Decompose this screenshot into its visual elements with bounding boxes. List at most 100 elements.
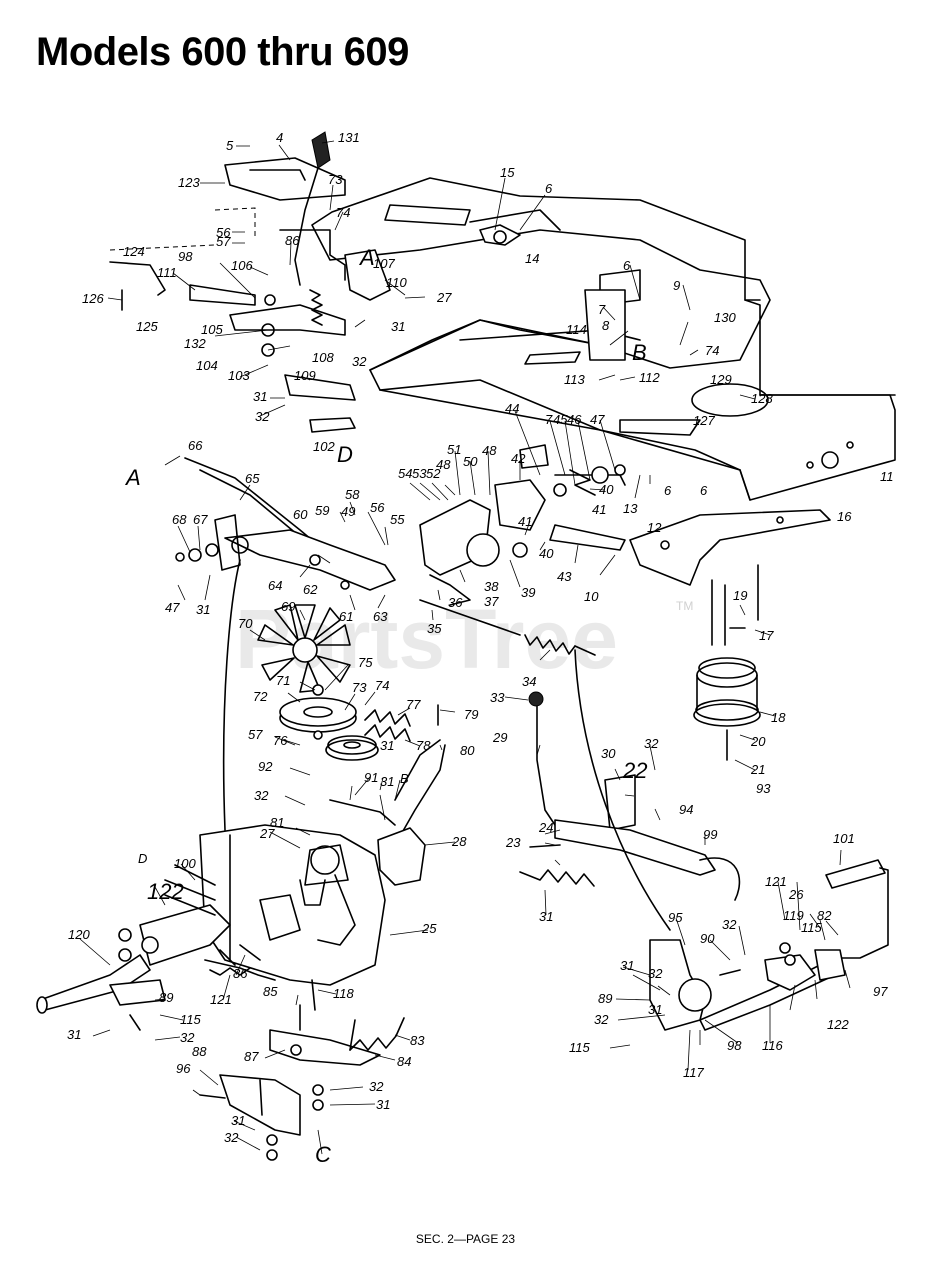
pivot-bracket-assembly: [419, 444, 626, 606]
callout: 52: [426, 466, 441, 481]
callout: 73: [328, 172, 343, 187]
callout: 103: [228, 368, 250, 383]
callout: 88: [192, 1044, 207, 1059]
callout: 31: [231, 1113, 245, 1128]
callout: 12: [647, 520, 662, 535]
callout: 21: [750, 762, 765, 777]
callout: 62: [303, 582, 318, 597]
callout: 124: [123, 244, 145, 259]
callout: 110: [386, 275, 407, 290]
callout: 17: [759, 628, 774, 643]
callout: 31: [391, 319, 405, 334]
callout: 6: [700, 483, 708, 498]
callout: 108: [312, 350, 334, 365]
callout: 32: [255, 409, 270, 424]
callout: 50: [463, 454, 478, 469]
callout: 31: [380, 774, 394, 789]
callout: 69: [281, 599, 295, 614]
callout: 72: [253, 689, 268, 704]
callout: 113: [564, 372, 585, 387]
callout: 51: [447, 442, 461, 457]
linkage-rod-65: [175, 457, 396, 591]
callout: 49: [341, 504, 355, 519]
callout: 115: [180, 1012, 201, 1027]
callout: 56: [370, 500, 385, 515]
callout: 32: [648, 966, 663, 981]
callout: 127: [693, 413, 715, 428]
callout: 6: [545, 181, 553, 196]
ref-letter: A: [358, 245, 375, 270]
callout: 98: [727, 1038, 742, 1053]
callout: 31: [376, 1097, 390, 1112]
pedal-linkage: [519, 691, 889, 1031]
callout: 105: [201, 322, 223, 337]
callout: 9: [673, 278, 680, 293]
callout: 31: [539, 909, 553, 924]
callout: 76: [273, 733, 288, 748]
lower-brackets: [199, 979, 405, 1161]
callout: 47: [590, 412, 605, 427]
cooling-fan-70: [257, 604, 351, 693]
callout: 32: [369, 1079, 384, 1094]
drive-pulleys: [279, 684, 441, 801]
callout: 131: [338, 130, 360, 145]
callout: 27: [436, 290, 452, 305]
callout: 27: [259, 826, 275, 841]
callout: 102: [313, 439, 335, 454]
callout: 82: [817, 908, 832, 923]
callout: 13: [623, 501, 638, 516]
callout: 97: [873, 984, 888, 999]
callout: 132: [184, 336, 206, 351]
callout: 115: [569, 1040, 590, 1055]
callout: 32: [224, 1130, 239, 1145]
callout: 14: [525, 251, 539, 266]
frame-assembly: [311, 177, 896, 501]
callout: 39: [521, 585, 535, 600]
callout: 42: [511, 451, 526, 466]
callout: 25: [421, 921, 437, 936]
callout: 40: [539, 546, 554, 561]
callout: 85: [263, 984, 278, 999]
callout: 32: [722, 917, 737, 932]
callout: 6: [623, 258, 631, 273]
callout: D: [138, 851, 147, 866]
callout: 89: [159, 990, 173, 1005]
callout: 65: [245, 471, 260, 486]
callout: 126: [82, 291, 104, 306]
callout: 77: [406, 697, 421, 712]
callout: 5: [226, 138, 234, 153]
callout: 60: [293, 507, 308, 522]
callout: 100: [174, 856, 196, 871]
callout: 98: [178, 249, 193, 264]
callout: 91: [364, 770, 378, 785]
callout-numbers: 5 4 131 123 73 74 15 6 56 57 86 A 107 14…: [67, 130, 894, 1167]
callout: 35: [427, 621, 442, 636]
callout: 84: [397, 1054, 411, 1069]
callout: 32: [594, 1012, 609, 1027]
idler-pulley-18: [693, 564, 761, 761]
callout: 118: [333, 986, 354, 1001]
callout: 92: [258, 759, 273, 774]
callout: 61: [339, 609, 353, 624]
callout: 112: [639, 370, 660, 385]
callout: 63: [373, 609, 388, 624]
callout: 111: [157, 265, 177, 280]
callout: 40: [599, 482, 614, 497]
callout: 19: [733, 588, 747, 603]
callout: 90: [700, 931, 715, 946]
callout: 93: [756, 781, 771, 796]
callout: 75: [358, 655, 373, 670]
callout: 53: [412, 466, 427, 481]
callout: 41: [518, 514, 532, 529]
callout: 30: [601, 746, 616, 761]
shift-rod-80: [329, 744, 446, 886]
callout: 96: [176, 1061, 191, 1076]
callout: 24: [538, 820, 553, 835]
callout: 71: [276, 673, 290, 688]
callout: 74: [705, 343, 719, 358]
callout: 121: [210, 992, 232, 1007]
leader-lines: [79, 140, 851, 1155]
callout: 47: [165, 600, 180, 615]
callout: 67: [193, 512, 208, 527]
callout: 109: [294, 368, 316, 383]
